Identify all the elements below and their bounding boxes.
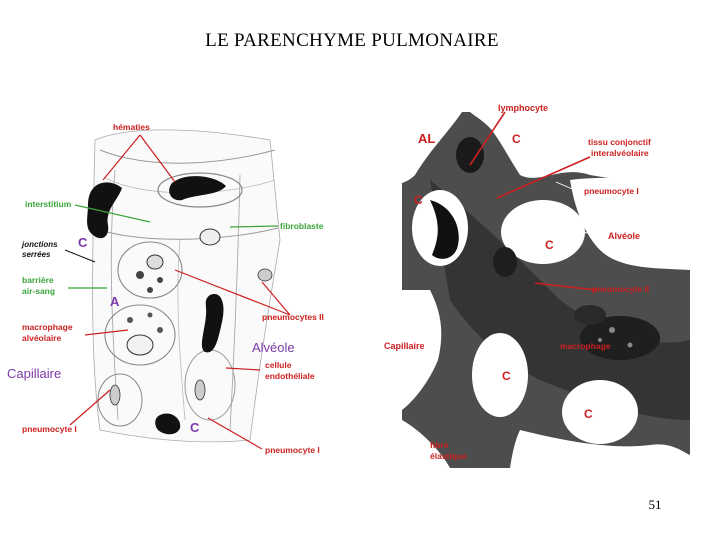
label-c3: C bbox=[545, 238, 554, 252]
label-lymphocyte: lymphocyte bbox=[498, 103, 548, 113]
label-jonctions-1: jonctions bbox=[21, 240, 58, 249]
label-pneumocyte-i-bottom: pneumocyte I bbox=[265, 445, 320, 455]
label-a: A bbox=[110, 294, 120, 309]
label-macrophage-2: alvéolaire bbox=[22, 333, 61, 343]
label-c2: C bbox=[414, 193, 423, 207]
label-alveole-drawing: Alvéole bbox=[252, 340, 295, 355]
label-c5: C bbox=[584, 407, 593, 421]
label-macrophage-micro: macrophage bbox=[560, 341, 611, 351]
label-c-bottom: C bbox=[190, 420, 200, 435]
electron-micrograph: lymphocyte AL C tissu conjonctif interal… bbox=[384, 103, 690, 468]
schematic-drawing: hématies interstitium fibroblaste joncti… bbox=[7, 122, 324, 455]
label-c4: C bbox=[502, 369, 511, 383]
label-jonctions-2: serrées bbox=[22, 250, 51, 259]
label-barriere-1: barrière bbox=[22, 275, 54, 285]
label-interstitium: interstitium bbox=[25, 199, 72, 209]
label-pneumocyte-ii-micro: pneumocyte II bbox=[592, 284, 649, 294]
label-capillaire-drawing: Capillaire bbox=[7, 366, 61, 381]
label-pneumocyte-i-left: pneumocyte I bbox=[22, 424, 77, 434]
label-al: AL bbox=[418, 131, 435, 146]
label-macrophage-1: macrophage bbox=[22, 322, 73, 332]
page-number: 51 bbox=[648, 497, 662, 512]
label-tissu-1: tissu conjonctif bbox=[588, 137, 651, 147]
label-alveole-micro: Alvéole bbox=[608, 231, 640, 241]
label-tissu-2: interalvéolaire bbox=[591, 148, 649, 158]
label-cellule-2: endothéliale bbox=[265, 371, 315, 381]
label-capillaire-micro: Capillaire bbox=[384, 341, 425, 351]
page-title: LE PARENCHYME PULMONAIRE bbox=[205, 30, 499, 51]
label-c-top: C bbox=[78, 235, 88, 250]
label-pneumocyte-i-micro: pneumocyte I bbox=[584, 186, 639, 196]
label-fibre-1: fibre bbox=[430, 440, 449, 450]
label-fibroblaste: fibroblaste bbox=[280, 221, 324, 231]
label-cellule-1: cellule bbox=[265, 360, 292, 370]
label-barriere-2: air-sang bbox=[22, 286, 55, 296]
label-pneumocytes-ii: pneumocytes II bbox=[262, 312, 324, 322]
label-hematies: hématies bbox=[113, 122, 150, 132]
label-fibre-2: élastique bbox=[430, 451, 467, 461]
label-c1: C bbox=[512, 132, 521, 146]
